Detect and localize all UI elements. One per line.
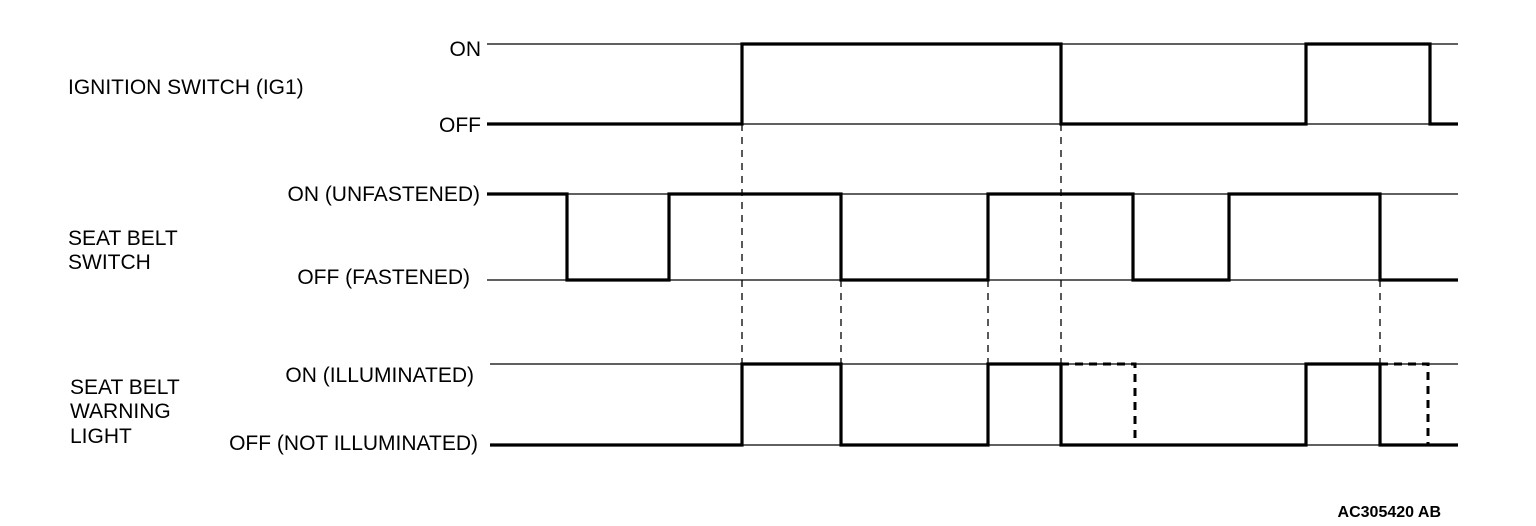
warning-light-label-line2: WARNING <box>70 400 171 423</box>
warning-light-label-line1: SEAT BELT <box>70 376 180 399</box>
seat-belt-switch-label-line2: SWITCH <box>68 251 151 274</box>
ignition-switch-waveform <box>487 42 1458 126</box>
warning-light-on-label: ON (ILLUMINATED) <box>285 364 474 387</box>
warning-light-waveform <box>490 362 1458 447</box>
warning-light-label-line3: LIGHT <box>70 425 132 448</box>
figure-code: AC305420 AB <box>1338 504 1441 521</box>
warning-light-off-label: OFF (NOT ILLUMINATED) <box>229 432 478 455</box>
warning-light-dashed-pulse <box>1061 362 1137 445</box>
seat-belt-switch-off-label: OFF (FASTENED) <box>297 266 470 289</box>
ignition-off-label: OFF <box>439 114 481 137</box>
timing-guides <box>741 124 1381 364</box>
seat-belt-switch-waveform <box>487 192 1458 282</box>
reference-lines <box>487 43 1458 446</box>
ignition-switch-label: IGNITION SWITCH (IG1) <box>68 76 304 99</box>
warning-light-dashed-pulse <box>1380 362 1430 445</box>
ignition-on-label: ON <box>450 38 482 61</box>
seat-belt-switch-on-label: ON (UNFASTENED) <box>287 183 480 206</box>
seat-belt-switch-label-line1: SEAT BELT <box>68 227 178 250</box>
